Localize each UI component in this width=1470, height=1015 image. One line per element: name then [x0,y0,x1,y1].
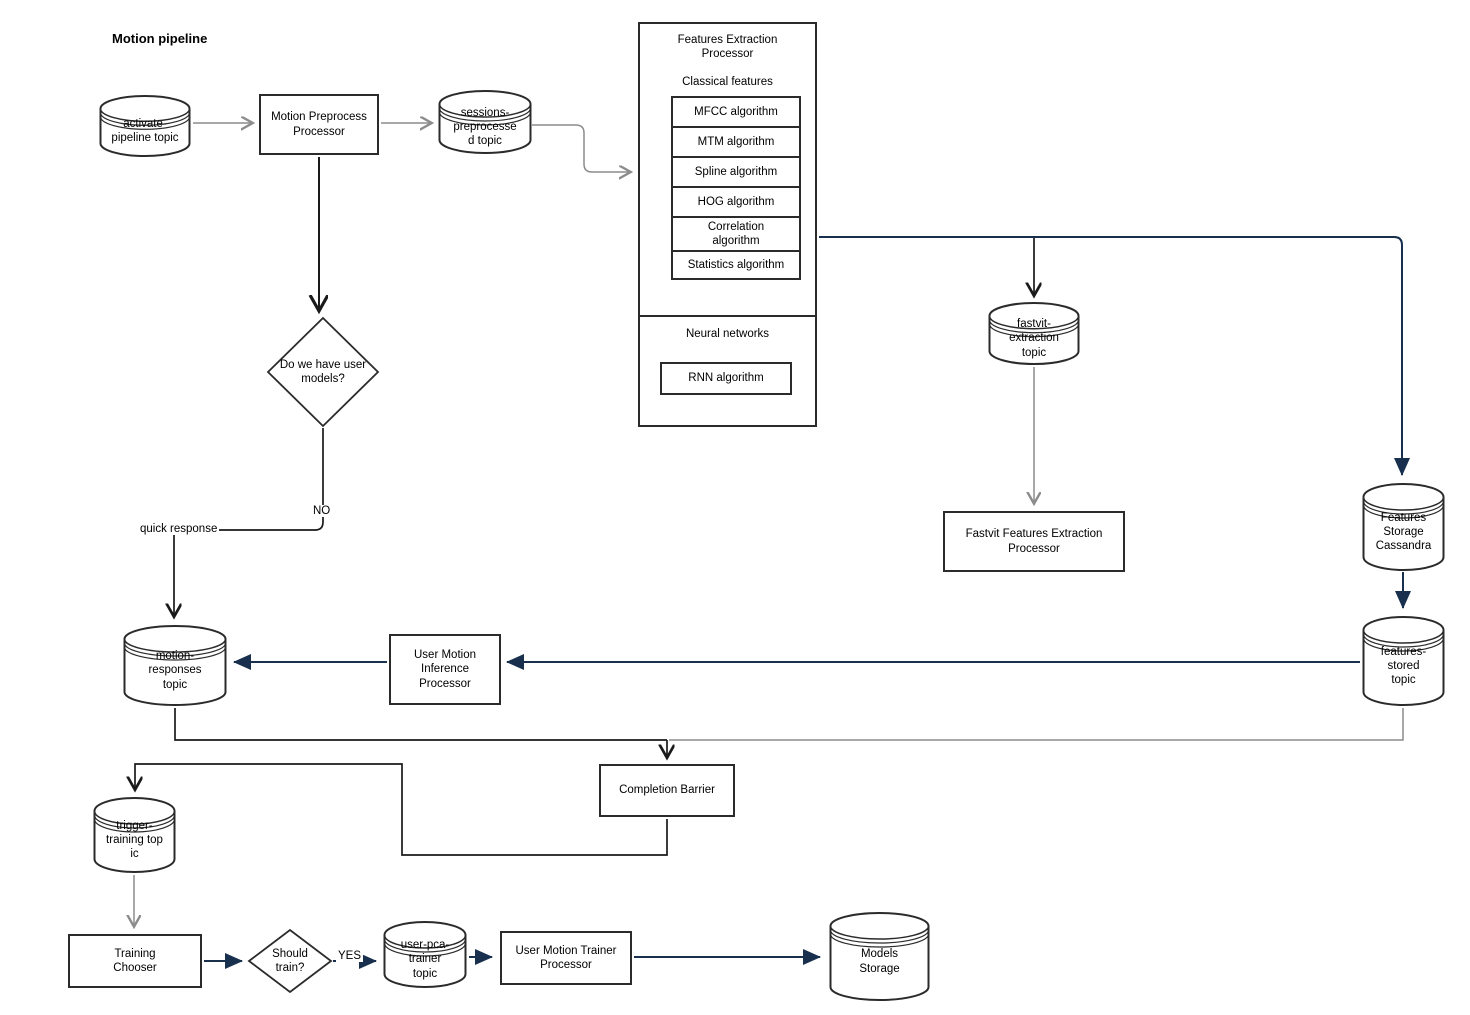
edge-featuresstored-to-barrier-trunk [669,708,1404,741]
edge-sessions-to-features [532,124,630,172]
statistics-algorithm-label: Statistics algorithm [687,258,785,271]
motion-responses-topic-label: motion- responses topic [148,650,202,691]
models-storage-label: Models Storage [859,948,900,975]
fastvit-features-extraction-processor-label: Fastvit Features Extraction Processor [965,528,1103,555]
fastvit-extraction-topic[interactable]: fastvit- extraction topic [988,302,1080,365]
user-motion-trainer-processor[interactable]: User Motion Trainer Processor [500,931,632,985]
should-train-decision-label: Should train? [272,947,308,974]
features-stored-topic[interactable]: features- stored topic [1362,616,1445,706]
mfcc-algorithm-label: MFCC algorithm [694,105,778,118]
features-storage-cassandra-label: Features Storage Cassandra [1375,511,1432,553]
user-pca-trainer-topic[interactable]: user-pca- trainer topic [383,921,467,988]
training-chooser[interactable]: Training Chooser [68,934,202,988]
should-train-decision[interactable]: Should train? [258,944,322,978]
features-extraction-processor-label: Features Extraction Processor [677,34,778,61]
spline-algorithm-label: Spline algorithm [694,165,778,178]
edge-barrier-to-trigger [135,763,668,856]
features-stored-topic-label: features- stored topic [1380,645,1427,687]
motion-preprocess-processor[interactable]: Motion Preprocess Processor [259,94,379,155]
user-models-decision-label: Do we have user models? [279,358,367,385]
correlation-algorithm-label: Correlation algorithm [707,220,765,247]
rnn-algorithm-box[interactable]: RNN algorithm [660,362,792,395]
edge-decision-no-to-motionresponses [174,428,324,616]
motion-preprocess-processor-label: Motion Preprocess Processor [271,111,367,138]
neural-networks-divider [640,315,815,317]
trigger-training-topic[interactable]: trigger- training top ic [93,797,176,873]
correlation-algorithm-box[interactable]: Correlation algorithm [671,216,801,252]
sessions-preprocessed-topic-label: sessions- preprocesse d topic [453,106,517,148]
user-motion-inference-processor-label: User Motion Inference Processor [414,649,476,690]
spline-algorithm-box[interactable]: Spline algorithm [671,156,801,188]
features-storage-cassandra[interactable]: Features Storage Cassandra [1362,483,1445,571]
user-pca-trainer-topic-label: user-pca- trainer topic [400,939,450,980]
motion-responses-topic[interactable]: motion- responses topic [123,625,227,706]
no-edge-label: NO [311,505,333,517]
activate-pipeline-topic[interactable]: activate- pipeline topic [99,95,191,157]
quick-response-edge-label: quick response [138,523,220,535]
training-chooser-label: Training Chooser [113,947,157,974]
user-models-decision[interactable]: Do we have user models? [270,350,376,394]
completion-barrier-label: Completion Barrier [619,784,715,797]
sessions-preprocessed-topic[interactable]: sessions- preprocesse d topic [438,90,532,154]
user-models-diamond-shape [266,316,380,428]
models-storage[interactable]: Models Storage [829,912,930,1001]
user-motion-trainer-processor-label: User Motion Trainer Processor [515,944,617,971]
classical-features-label: Classical features [682,76,773,88]
edge-motionresponses-to-barrier-trunk [174,708,667,741]
mfcc-algorithm-box[interactable]: MFCC algorithm [671,96,801,128]
activate-pipeline-topic-label: activate- pipeline topic [111,117,179,144]
user-motion-inference-processor[interactable]: User Motion Inference Processor [389,634,501,705]
fastvit-features-extraction-processor[interactable]: Fastvit Features Extraction Processor [943,511,1125,572]
diagram-title: Motion pipeline [112,31,208,46]
mtm-algorithm-label: MTM algorithm [697,135,775,148]
yes-edge-label: YES [336,950,364,962]
hog-algorithm-label: HOG algorithm [697,195,775,208]
rnn-algorithm-label: RNN algorithm [688,372,764,385]
features-extraction-processor[interactable]: Features Extraction Processor Classical … [638,22,817,427]
neural-networks-label: Neural networks [685,328,770,340]
mtm-algorithm-box[interactable]: MTM algorithm [671,126,801,158]
edge-features-to-cassandra [819,236,1410,476]
statistics-algorithm-box[interactable]: Statistics algorithm [671,250,801,280]
should-train-diamond-shape [247,928,333,994]
fastvit-extraction-topic-label: fastvit- extraction topic [1009,318,1059,359]
completion-barrier[interactable]: Completion Barrier [599,764,735,817]
trigger-training-topic-label: trigger- training top ic [106,819,163,861]
hog-algorithm-box[interactable]: HOG algorithm [671,186,801,218]
